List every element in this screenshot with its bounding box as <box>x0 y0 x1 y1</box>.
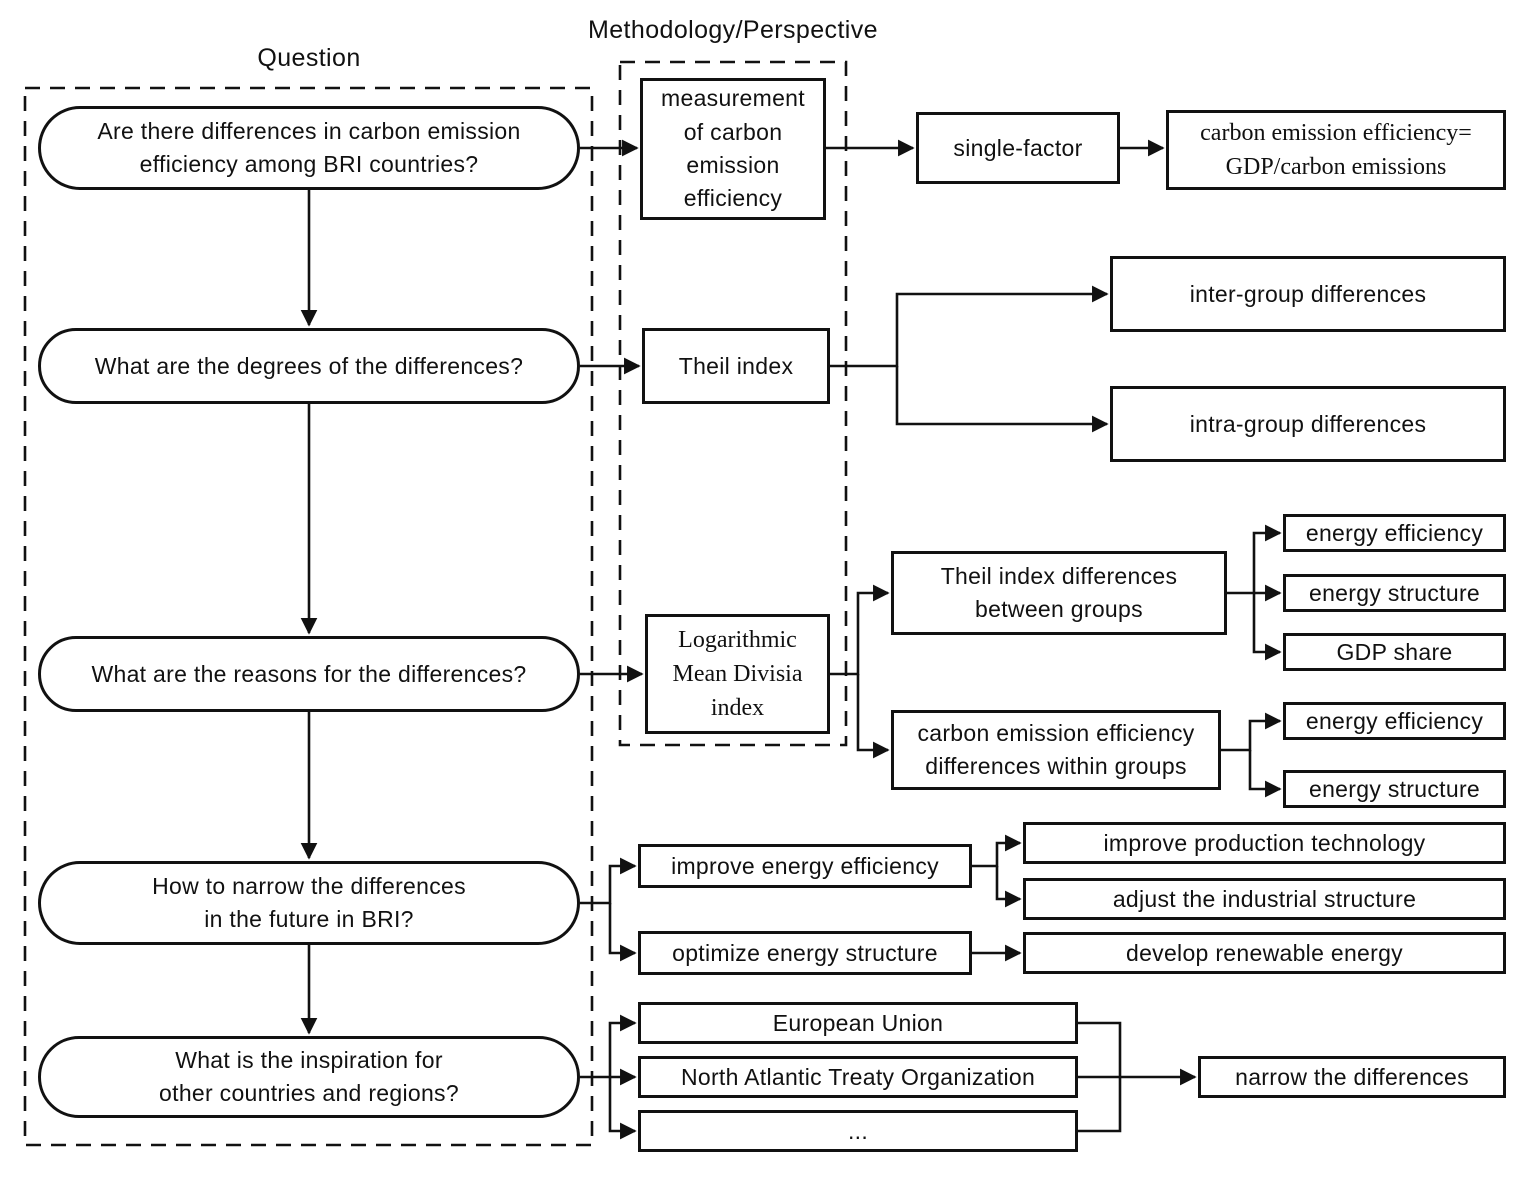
node-intra-group-differences: intra-group differences <box>1110 386 1506 462</box>
arrow-q4-optimize-es <box>608 903 637 962</box>
node-between-energy-structure: energy structure <box>1283 574 1506 612</box>
node-optimize-energy-structure: optimize energy structure <box>638 931 972 975</box>
node-inter-group-differences: inter-group differences <box>1110 256 1506 332</box>
method-node-theil-index: Theil index <box>642 328 830 404</box>
arrow-lmd-within <box>856 674 890 759</box>
node-improve-energy-efficiency: improve energy efficiency <box>638 844 972 888</box>
node-adjust-industrial-structure: adjust the industrial structure <box>1023 878 1506 920</box>
node-european-union: European Union <box>638 1002 1078 1044</box>
method-node-lmd-index: Logarithmic Mean Divisia index <box>645 614 830 734</box>
arrow-lmd-between <box>830 584 890 676</box>
node-ellipsis: ... <box>638 1110 1078 1152</box>
node-cee-within-groups: carbon emission efficiency differences w… <box>891 710 1221 790</box>
arrow-between-energy-efficiency <box>1227 524 1282 595</box>
question-node-reasons: What are the reasons for the differences… <box>38 636 580 712</box>
arrow-q5-eu <box>580 1014 637 1079</box>
arrow-theil-intergroup <box>830 285 1109 368</box>
node-single-factor: single-factor <box>916 112 1120 184</box>
arrow-improve-production <box>972 834 1022 868</box>
node-within-energy-efficiency: energy efficiency <box>1283 702 1506 740</box>
node-narrow-the-differences: narrow the differences <box>1198 1056 1506 1098</box>
question-node-differences: Are there differences in carbon emission… <box>38 106 580 190</box>
methodology-column-label: Methodology/Perspective <box>588 16 878 44</box>
arrow-q5-ellipsis <box>608 1077 637 1140</box>
question-node-narrow: How to narrow the differences in the fut… <box>38 861 580 945</box>
arrow-within-energy-structure <box>1248 750 1282 798</box>
arrow-adjust-industrial <box>995 866 1022 908</box>
arrow-q4-improve-ee <box>580 857 637 905</box>
question-node-inspiration: What is the inspiration for other countr… <box>38 1036 580 1118</box>
node-nato: North Atlantic Treaty Organization <box>638 1056 1078 1098</box>
arrow-theil-intragroup <box>895 366 1109 433</box>
method-node-measurement: measurement of carbon emission efficienc… <box>640 78 826 220</box>
question-node-degrees: What are the degrees of the differences? <box>38 328 580 404</box>
node-between-energy-efficiency: energy efficiency <box>1283 514 1506 552</box>
arrow-within-energy-efficiency <box>1221 712 1282 752</box>
arrow-between-gdp-share <box>1252 593 1282 661</box>
question-group-box <box>23 86 594 1147</box>
methodology-group-box <box>618 60 848 747</box>
node-develop-renewable-energy: develop renewable energy <box>1023 932 1506 974</box>
node-within-energy-structure: energy structure <box>1283 770 1506 808</box>
node-gdp-share: GDP share <box>1283 633 1506 671</box>
node-cee-formula: carbon emission efficiency= GDP/carbon e… <box>1166 110 1506 190</box>
node-theil-between-groups: Theil index differences between groups <box>891 551 1227 635</box>
node-improve-production-technology: improve production technology <box>1023 822 1506 864</box>
question-column-label: Question <box>257 44 361 72</box>
